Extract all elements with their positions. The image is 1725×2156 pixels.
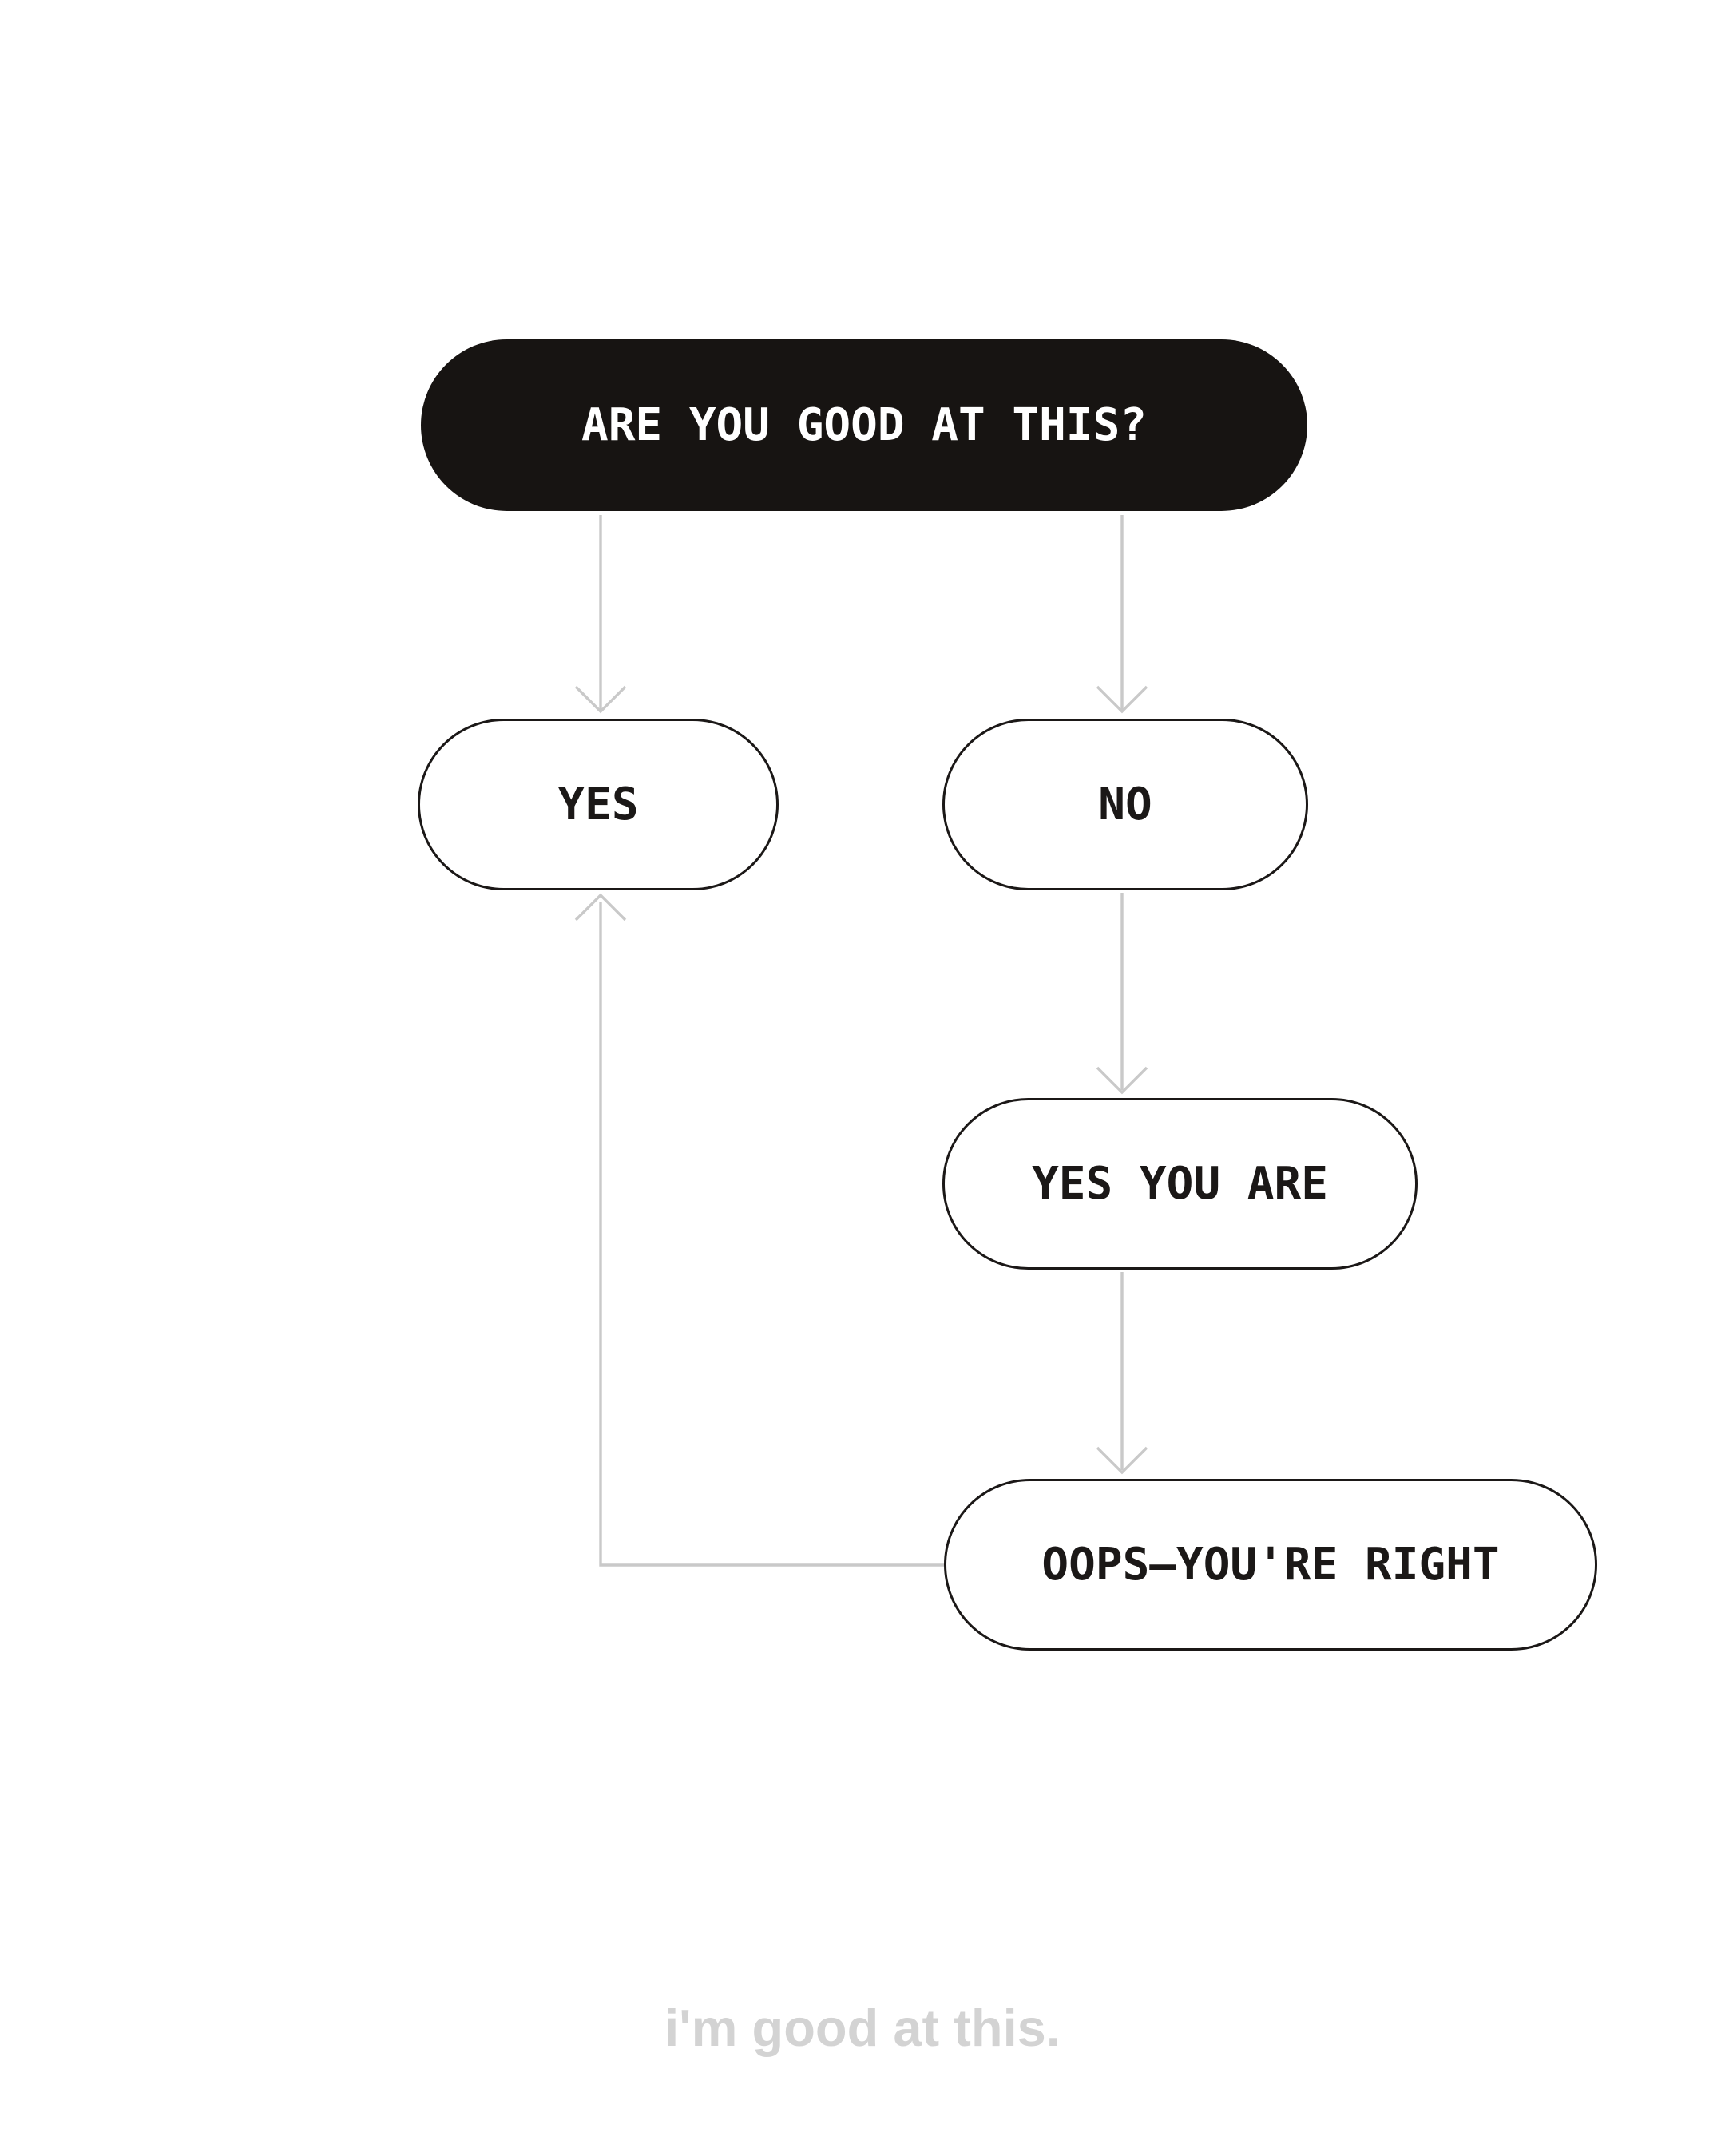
- node-are-you-good-at-this-label: ARE YOU GOOD AT THIS?: [581, 399, 1147, 451]
- node-oops-youre-right-label: OOPS—YOU'RE RIGHT: [1041, 1539, 1500, 1591]
- edge-oops-yes-arrowhead-up-icon: [574, 893, 627, 921]
- node-oops-youre-right: OOPS—YOU'RE RIGHT: [944, 1479, 1597, 1651]
- edge-no-yes-you-are-arrowhead-down-icon: [1096, 1066, 1148, 1095]
- edge-oops-yes-line: [599, 902, 944, 1567]
- node-yes: YES: [418, 719, 779, 890]
- node-no-label: NO: [1098, 779, 1152, 830]
- node-yes-you-are-label: YES YOU ARE: [1032, 1158, 1328, 1210]
- footer-caption: i'm good at this.: [664, 1999, 1061, 2057]
- node-are-you-good-at-this: ARE YOU GOOD AT THIS?: [421, 339, 1307, 511]
- edge-yes-you-are-oops-arrowhead-down-icon: [1096, 1446, 1148, 1475]
- node-yes-you-are: YES YOU ARE: [942, 1098, 1418, 1270]
- edge-start-yes-arrowhead-down-icon: [574, 685, 627, 714]
- node-no: NO: [942, 719, 1308, 890]
- edge-start-no-arrowhead-down-icon: [1096, 685, 1148, 714]
- node-yes-label: YES: [557, 779, 639, 830]
